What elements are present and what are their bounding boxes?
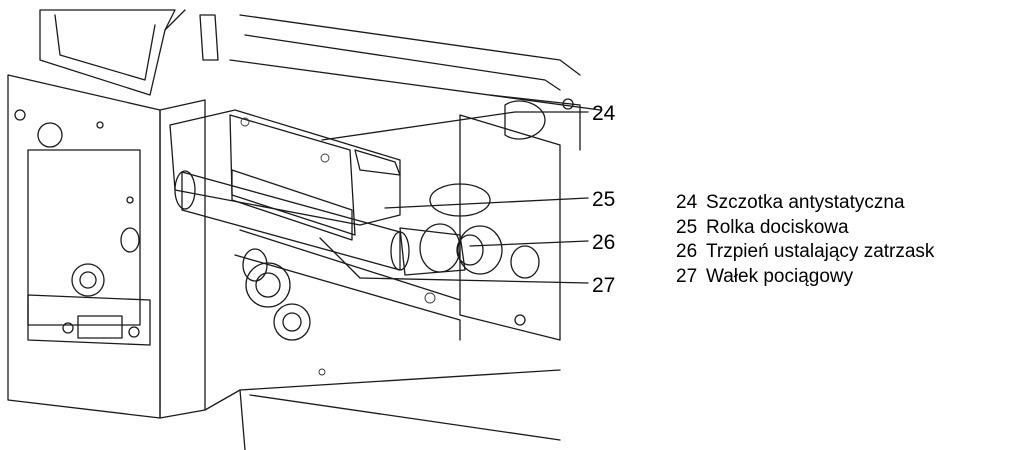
legend-label: Wałek pociągowy	[706, 265, 854, 287]
left-side-panel	[7, 74, 206, 419]
right-frame	[459, 94, 581, 341]
printer-mechanism-drawing: 24 25 26 27	[7, 9, 616, 450]
callout-legend: 24 Szczotka antystatyczna 25 Rolka docisko…	[676, 191, 934, 289]
upper-housing	[39, 9, 601, 111]
legend-number: 27	[676, 265, 698, 287]
legend-label: Szczotka antystatyczna	[706, 192, 905, 213]
legend-number: 26	[676, 241, 698, 262]
leader-lines	[319, 111, 589, 284]
legend-number: 25	[676, 216, 698, 238]
legend-item-24: 24 Szczotka antystatyczna	[676, 191, 934, 216]
callout-number-24: 24	[592, 102, 616, 125]
legend-item-25: 25 Rolka dociskowa	[676, 216, 934, 241]
legend-item-26: 26 Trzpień ustalający zatrzask	[676, 240, 934, 265]
callout-number-25: 25	[592, 188, 615, 211]
legend-label: Trzpień ustalający zatrzask	[706, 241, 935, 262]
legend-label: Rolka dociskowa	[706, 216, 849, 238]
lower-parts	[204, 229, 561, 450]
legend-number: 24	[676, 192, 698, 213]
callout-number-27: 27	[592, 274, 615, 297]
antistatic-brush	[231, 169, 353, 241]
pressure-roller-assembly	[399, 183, 540, 279]
legend-item-27: 27 Wałek pociągowy	[676, 265, 934, 290]
callout-number-26: 26	[592, 231, 615, 254]
